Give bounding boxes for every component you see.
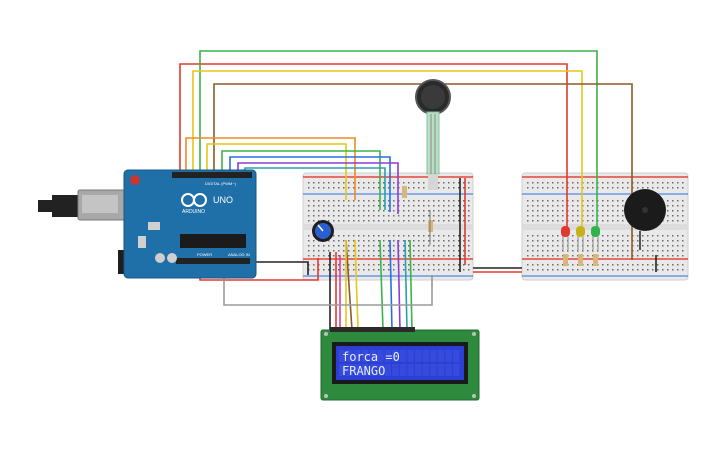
wire-green-lcd[interactable] [221, 150, 381, 210]
arduino-board [123, 169, 257, 279]
arduino-logo-icon [181, 193, 207, 207]
arduino-model-label: UNO [213, 195, 233, 205]
red-led[interactable] [561, 226, 570, 252]
usb-connector [38, 200, 56, 212]
lcd-screen [336, 346, 464, 380]
force-sensor[interactable] [415, 79, 451, 190]
piezo-buzzer[interactable] [624, 189, 666, 250]
wire-yellow[interactable] [192, 70, 583, 232]
reset-button[interactable] [130, 175, 140, 185]
wire-purple-lcd[interactable] [237, 162, 399, 214]
breadboard-right [521, 172, 689, 281]
power-label: POWER [197, 252, 212, 257]
wire-orange-2[interactable] [206, 143, 347, 200]
lcd-display[interactable]: forca =0 FRANGO [320, 327, 480, 401]
led-resistors [563, 254, 598, 266]
wire-blue-lcd[interactable] [229, 156, 391, 212]
analog-label: ANALOG IN [228, 252, 250, 257]
resistor-top [402, 186, 407, 198]
arduino-brand-label: ARDUINO [182, 209, 205, 215]
wires-lcd-bundle [329, 239, 413, 331]
microcontroller-chip [180, 234, 246, 248]
arduino-uno[interactable]: UNO ARDUINO DIGITAL (PWM~) POWER ANALOG … [38, 169, 257, 279]
lcd-line-2: FRANGO [342, 364, 385, 378]
lcd-line-1: forca =0 [342, 350, 400, 364]
yellow-led[interactable] [576, 226, 585, 252]
digital-header-label: DIGITAL (PWM~) [205, 181, 237, 186]
wire-red[interactable] [179, 63, 568, 232]
potentiometer[interactable] [312, 220, 334, 242]
wires-power [199, 178, 657, 306]
resistor-sensor [428, 210, 433, 245]
green-led[interactable] [591, 226, 600, 252]
wires-top [179, 50, 633, 260]
wire-orange-1[interactable] [185, 137, 356, 200]
led-group [561, 226, 600, 252]
wire-green[interactable] [199, 50, 598, 232]
